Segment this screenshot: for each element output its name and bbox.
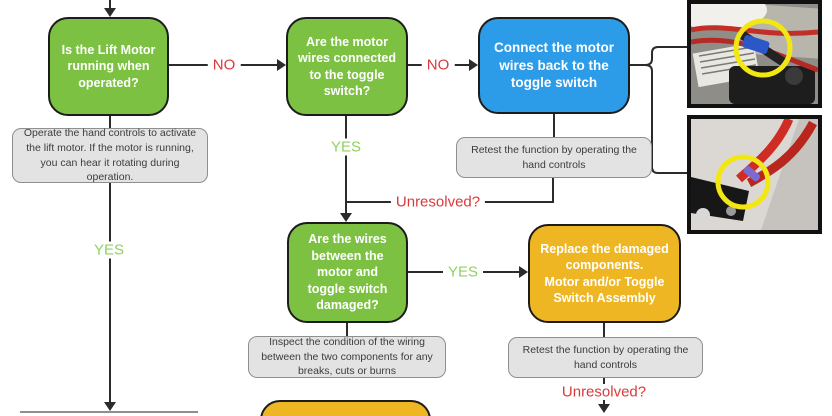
decision-wires-connected: Are the motor wires connected to the tog… [286, 17, 408, 116]
arrow-unresolved-down [598, 404, 610, 413]
motor-photo-art [691, 4, 818, 104]
arrow-no-1 [277, 59, 286, 71]
wire-connector-closeup-photo [687, 115, 822, 234]
label-yes-2: YES [88, 241, 130, 259]
paper-shadow [761, 119, 818, 230]
decision-wires-damaged: Are the wires between the motor and togg… [287, 222, 408, 323]
note-inspect-wiring: Inspect the condition of the wiring betw… [248, 336, 446, 378]
label-yes-3: YES [442, 263, 484, 281]
action-cutoff-bottom [260, 400, 431, 416]
arrow-no-2 [469, 59, 478, 71]
label-no-1: NO [207, 56, 241, 74]
action-replace-components: Replace the damaged components. Motor an… [528, 224, 681, 323]
action-connect-wires: Connect the motor wires back to the togg… [478, 17, 630, 114]
photo-bracket-bottom [644, 64, 687, 174]
yellow-circle-highlight [733, 18, 793, 78]
motor-toggle-switch-wiring-photo [687, 0, 822, 108]
red-wire [736, 119, 794, 183]
arrow-into-q3 [340, 213, 352, 222]
purple-connector-tip [743, 166, 761, 182]
label-no-2: NO [421, 56, 455, 74]
note-operate-hand-controls: Operate the hand controls to activate th… [12, 127, 208, 183]
label-unresolved-2: Unresolved? [561, 383, 647, 401]
blue-connector [742, 35, 770, 54]
note-retest-1: Retest the function by operating the han… [456, 137, 652, 178]
note-retest-2: Retest the function by operating the han… [508, 337, 703, 378]
label-yes-1: YES [325, 138, 367, 156]
arrow-yes-left [104, 402, 116, 411]
yellow-circle-highlight [715, 154, 771, 210]
connector-photo-art [691, 119, 818, 230]
label-unresolved-1: Unresolved? [390, 193, 486, 211]
note-cutoff-bottom-left [20, 411, 198, 413]
decision-lift-motor-running: Is the Lift Motor running when operated? [48, 17, 169, 116]
arrow-yes-into-yellow [519, 266, 528, 278]
photo-bracket-top [644, 46, 687, 66]
arrow-into-q1 [104, 8, 116, 17]
